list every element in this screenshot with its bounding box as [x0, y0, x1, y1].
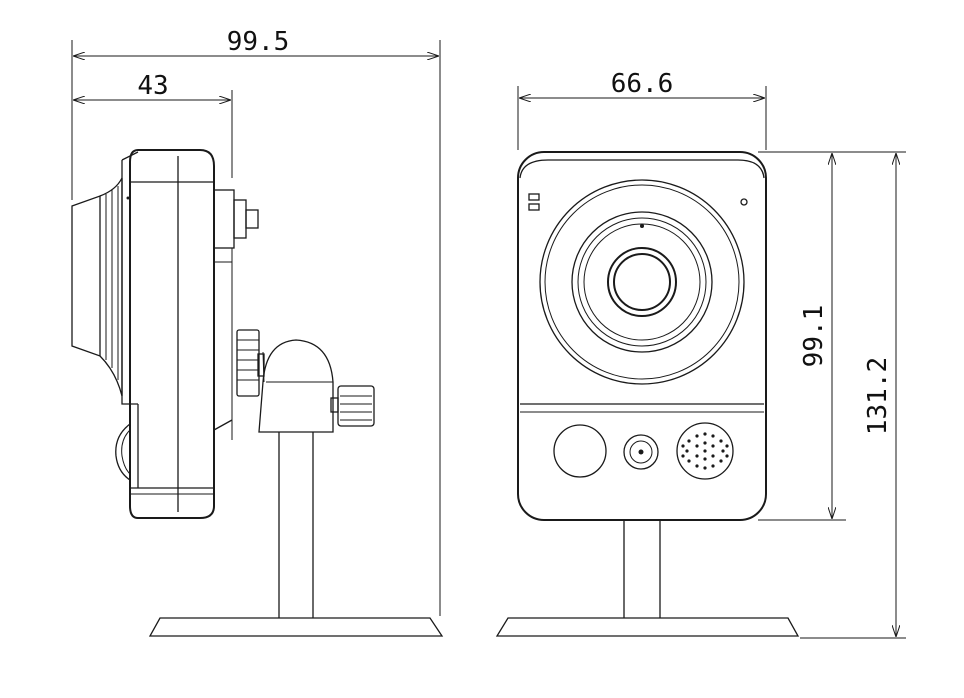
- front-light-sensor: [624, 435, 658, 469]
- dim-label-66-6: 66.6: [611, 69, 674, 99]
- dim-label-131-2: 131.2: [863, 357, 893, 435]
- side-view: [72, 150, 442, 636]
- side-dimensions: 99.5 43: [72, 27, 440, 616]
- side-sensor-bulge: [116, 424, 130, 480]
- side-knob: [331, 386, 374, 426]
- side-lens-barrel: [72, 178, 122, 396]
- front-post: [624, 520, 660, 618]
- side-threaded-stud: [237, 330, 264, 396]
- front-lens: [540, 180, 744, 384]
- dim-label-99-1: 99.1: [799, 305, 829, 368]
- dim-label-43: 43: [137, 71, 168, 101]
- side-mount-head: [259, 340, 333, 432]
- side-post: [279, 432, 313, 618]
- side-base-plate: [150, 618, 442, 636]
- front-speaker-grille: [677, 423, 733, 479]
- side-back-connector: [214, 190, 258, 440]
- front-view: [497, 152, 798, 636]
- front-pir-sensor: [554, 425, 606, 477]
- side-camera-body: [122, 150, 214, 518]
- dim-label-99-5: 99.5: [227, 27, 290, 57]
- front-base-plate: [497, 618, 798, 636]
- front-indicator-leds: [529, 194, 539, 210]
- mic-hole-icon: [741, 199, 747, 205]
